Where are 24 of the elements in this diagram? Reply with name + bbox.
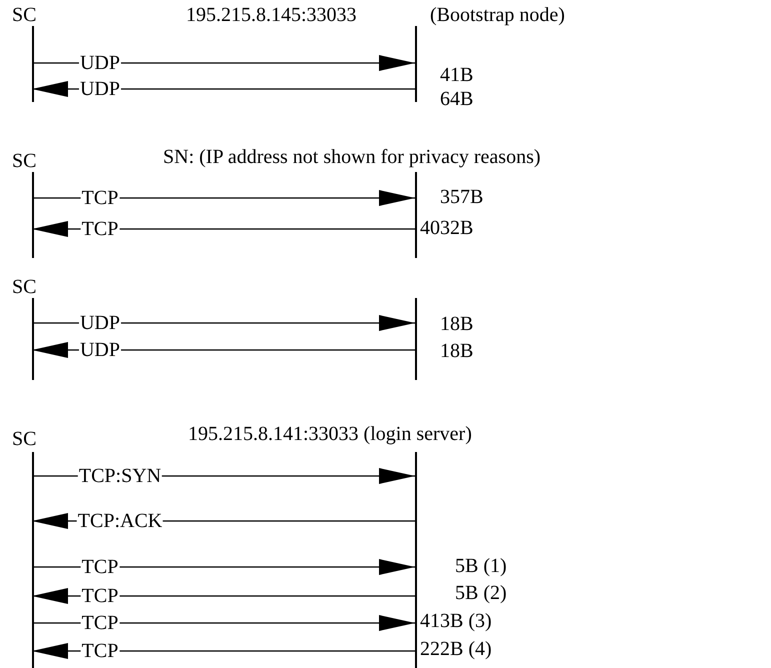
message-size: 18B xyxy=(440,340,474,362)
message-size: 4032B xyxy=(420,217,474,239)
lifeline-label: 195.215.8.145:33033 xyxy=(186,4,357,26)
message-arrow xyxy=(32,615,415,631)
message-size: 357B xyxy=(440,186,484,208)
message-size: 18B xyxy=(440,313,474,335)
message-size: 222B (4) xyxy=(420,638,492,660)
message-size: 413B (3) xyxy=(420,610,492,632)
lifeline-label: (Bootstrap node) xyxy=(430,4,565,26)
lifeline-label: SN: (IP address not shown for privacy reasons) xyxy=(163,146,541,168)
lifeline-label: SC xyxy=(12,4,36,26)
message-size: 41B xyxy=(440,64,474,86)
message-arrow xyxy=(32,643,415,659)
lifeline-label: SC xyxy=(12,428,36,450)
lifeline-label: SC xyxy=(12,150,36,172)
message-size: 64B xyxy=(440,88,474,110)
message-size: 5B (1) xyxy=(455,555,507,577)
lifeline-label: SC xyxy=(12,276,36,298)
message-arrow xyxy=(32,559,415,575)
lifeline-label: 195.215.8.141:33033 (login server) xyxy=(188,423,472,445)
message-size: 5B (2) xyxy=(455,582,507,604)
message-arrow xyxy=(32,221,415,237)
message-arrow xyxy=(32,190,415,206)
message-arrow xyxy=(32,588,415,604)
